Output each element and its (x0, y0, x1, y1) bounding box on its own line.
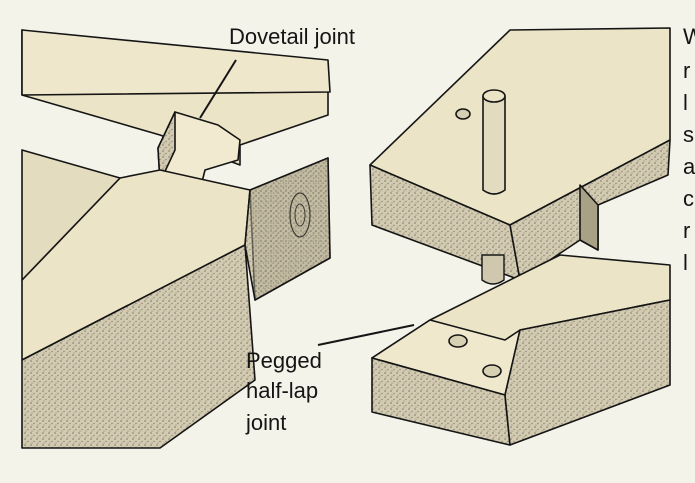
dovetail-front-board-side (21, 244, 256, 449)
half-lap-upper-board (369, 27, 671, 281)
dovetail-leader-line (199, 59, 237, 119)
peg-dowel-top (482, 95, 506, 195)
pegged-leader-line (317, 324, 415, 346)
edge-text-fragment: a (683, 154, 695, 179)
pegged-half-lap-label-line1: Pegged (246, 348, 322, 373)
lower-peg-hole-2 (482, 364, 502, 378)
dovetail-joint-label: Dovetail joint (229, 24, 355, 49)
peg-dowel-end (482, 89, 506, 103)
edge-text-fragment: s (683, 122, 694, 147)
edge-text-fragment: r (683, 58, 691, 83)
upper-board-step (579, 184, 599, 251)
edge-text-fragment: r (683, 218, 691, 243)
pegged-half-lap-label-line2: half-lap (246, 378, 319, 403)
edge-text-fragment: l (683, 250, 688, 275)
edge-text-fragment: l (683, 90, 688, 115)
dovetail-left-edge (21, 149, 121, 281)
dovetail-joint-drawing (21, 29, 331, 449)
lower-peg-hole-1 (448, 334, 468, 348)
dovetail-back-board-face (21, 29, 331, 96)
lower-board-side (504, 299, 671, 446)
edge-text-fragment: W (683, 24, 695, 49)
peg-dowel-lower (481, 254, 505, 285)
edge-text-fragment: c (683, 186, 694, 211)
dovetail-end-grain-front (249, 157, 331, 301)
half-lap-lower-board (371, 254, 671, 446)
pegged-half-lap-label-line3: joint (246, 410, 287, 435)
upper-peg-hole (455, 108, 471, 120)
